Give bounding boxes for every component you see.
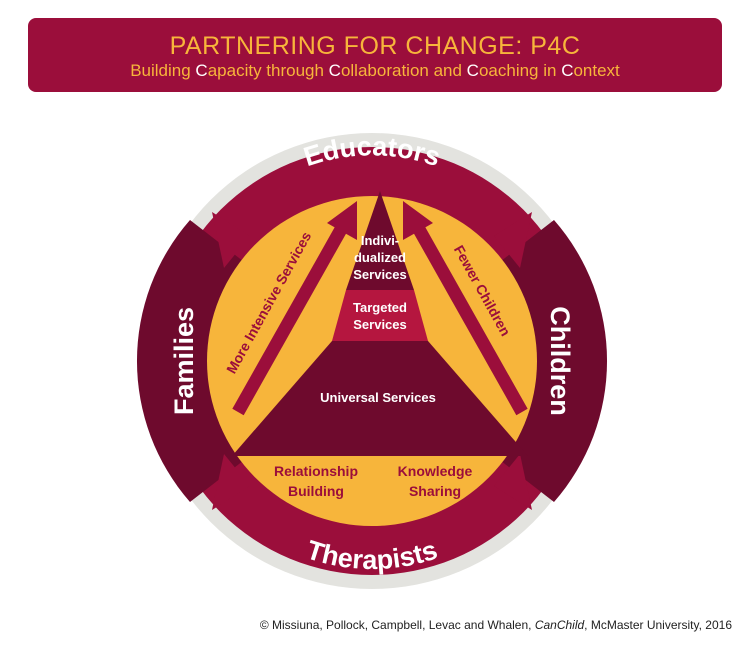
base-label-relationship: Building — [288, 483, 344, 499]
right-arrow-shaft — [410, 220, 528, 416]
banner-subtitle: Building Capacity through Collaboration … — [28, 60, 722, 82]
ring-arrow-notch — [494, 212, 532, 268]
ring-arrow-notch — [212, 454, 250, 510]
right-arrow-head — [403, 201, 433, 240]
universal-tier — [232, 341, 528, 456]
subtitle-part: apacity through — [207, 61, 329, 80]
left-arrow-shaft — [232, 220, 350, 416]
individualized-tier — [346, 191, 414, 290]
subtitle-part: Building — [130, 61, 196, 80]
copyright-text: , McMaster University, 2016 — [584, 618, 732, 632]
ring-arrow-notch — [212, 212, 250, 268]
tier-label-individualized: Services — [353, 267, 407, 282]
subtitle-part: ontext — [573, 61, 620, 80]
tier-label-individualized: Indivi- — [361, 233, 399, 248]
banner-title: PARTNERING FOR CHANGE: P4C — [169, 32, 581, 60]
tier-label-individualized: dualized — [354, 250, 406, 265]
copyright-text: © Missiuna, Pollock, Campbell, Levac and… — [259, 618, 535, 632]
copyright-italic: CanChild — [534, 618, 585, 632]
subtitle-part-highlight: C — [195, 61, 208, 80]
targeted-tier — [332, 290, 428, 341]
subtitle-part: ollaboration and — [340, 61, 467, 80]
base-label-relationship: Relationship — [274, 463, 358, 479]
subtitle-part: oaching in — [478, 61, 562, 80]
title-banner: PARTNERING FOR CHANGE: P4C Building Capa… — [28, 18, 722, 92]
tier-label-targeted: Services — [353, 317, 407, 332]
tier-label-targeted: Targeted — [353, 300, 407, 315]
subtitle-part-highlight: C — [328, 61, 341, 80]
ring-label-families: Families — [169, 307, 199, 415]
ring-label-children: Children — [545, 306, 575, 416]
subtitle-part-highlight: C — [466, 61, 479, 80]
copyright-notice: © Missiuna, Pollock, Campbell, Levac and… — [186, 618, 732, 632]
tier-label-universal: Universal Services — [320, 390, 436, 405]
ring-arrow-notch — [494, 454, 532, 510]
base-label-knowledge: Knowledge — [398, 463, 473, 479]
subtitle-part-highlight: C — [561, 61, 574, 80]
left-arrow-head — [327, 201, 357, 240]
base-label-knowledge: Sharing — [409, 483, 461, 499]
